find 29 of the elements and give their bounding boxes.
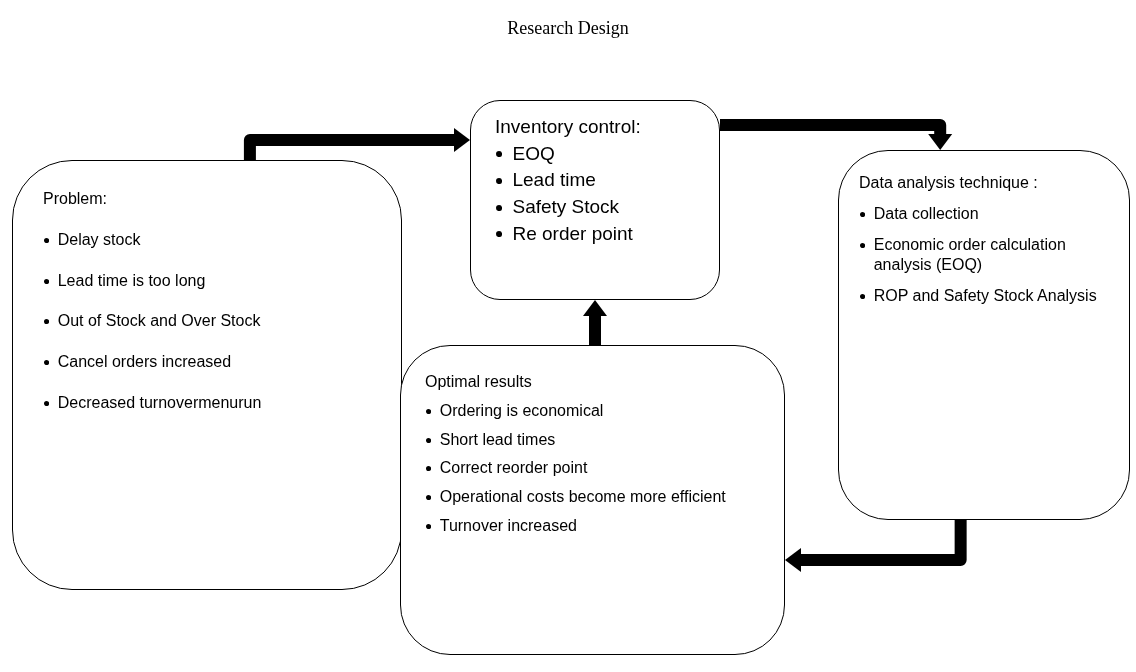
box-heading: Optimal results <box>425 372 533 392</box>
bullet-item: Ordering is economical <box>439 400 604 421</box>
arrow <box>583 300 607 345</box>
bullet-item: Cancel orders increased <box>57 352 232 373</box>
bullet-item: Short lead times <box>439 429 556 450</box>
rounded-box <box>470 100 720 300</box>
bullet-item: Correct reorder point <box>439 458 588 479</box>
box-heading: Data analysis technique : <box>859 173 1039 193</box>
arrow <box>243 128 470 160</box>
rounded-box <box>12 160 402 590</box>
bullet-item: Lead time <box>512 168 596 193</box>
bullet-item: ROP and Safety Stock Analysis <box>873 286 1097 307</box>
bullet-item: Safety Stock <box>512 195 620 220</box>
bullet-item: Turnover increased <box>439 516 577 536</box>
bullet-item: Operational costs become more efficient <box>439 487 726 508</box>
diagram-title: Research Design <box>507 18 629 39</box>
rounded-box <box>400 345 785 655</box>
bullet-item: Decreased turnovermenurun <box>57 393 262 413</box>
arrow <box>720 119 953 150</box>
box-heading: Problem: <box>43 189 109 209</box>
bullet-item: Delay stock <box>57 229 141 250</box>
bullet-item: Re order point <box>512 221 633 246</box>
bullet-item: Data collection <box>873 203 979 224</box>
box-heading: Inventory control: <box>495 115 642 139</box>
bullet-item: EOQ <box>512 141 555 166</box>
rounded-box <box>838 150 1130 520</box>
bullet-item: Lead time is too long <box>57 270 206 291</box>
bullet-item: Economic order calculation analysis (EOQ) <box>873 234 1067 276</box>
bullet-item: Out of Stock and Over Stock <box>57 311 261 332</box>
